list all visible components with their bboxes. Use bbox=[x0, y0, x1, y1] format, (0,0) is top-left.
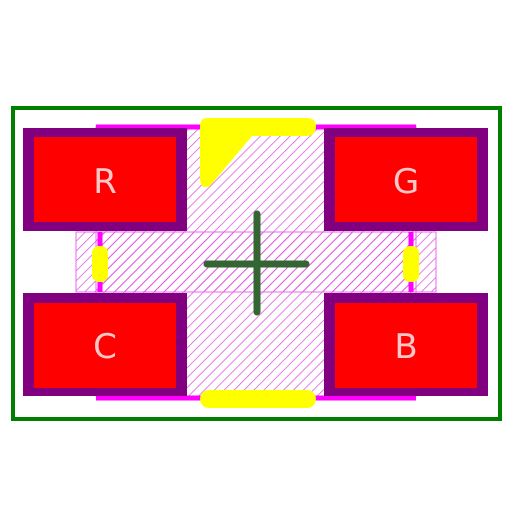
pin1-marker bbox=[200, 118, 316, 187]
pad-label-r: R bbox=[93, 162, 117, 202]
centroid-cross-icon bbox=[203, 210, 310, 316]
pad-c: C bbox=[23, 293, 187, 396]
pad-b: B bbox=[324, 293, 488, 396]
bottom-silk-bar bbox=[200, 390, 316, 408]
pad-label-g: G bbox=[393, 162, 419, 202]
courtyard-outline bbox=[11, 106, 502, 421]
left-silk-dot bbox=[92, 246, 108, 282]
pad-g: G bbox=[324, 128, 488, 231]
pad-label-b: B bbox=[394, 327, 417, 367]
silkscreen bbox=[92, 118, 419, 408]
pad-r: R bbox=[23, 128, 187, 231]
right-silk-dot bbox=[403, 246, 419, 282]
pad-label-c: C bbox=[93, 327, 117, 367]
